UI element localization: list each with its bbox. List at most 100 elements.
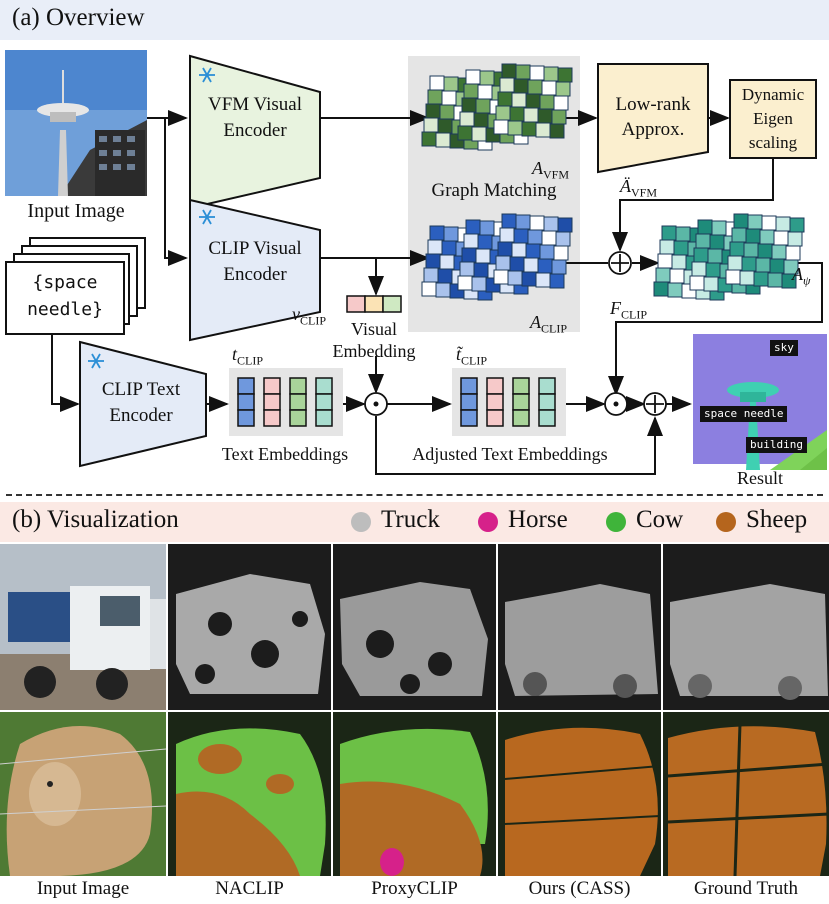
matrix-cell <box>439 104 455 120</box>
adjusted-embedding-cell <box>460 409 478 427</box>
adjusted-embedding-cell <box>538 377 556 395</box>
text-prompt-line-2: needle} <box>27 299 103 320</box>
matrix-cell <box>461 97 477 113</box>
legend-label-horse: Horse <box>508 506 568 533</box>
text-embedding-cell <box>315 377 333 395</box>
matrix-cell <box>711 220 727 236</box>
matrix-cell <box>557 217 573 233</box>
text-embedding-cell <box>289 409 307 427</box>
matrix-cell <box>507 120 523 136</box>
visual-embedding-bar <box>346 295 402 313</box>
result-tag-sky: sky <box>770 340 798 356</box>
matrix-cell <box>661 225 677 241</box>
matrix-cell <box>475 98 491 114</box>
matrix-cell <box>459 261 475 277</box>
matrix-cell <box>471 126 487 142</box>
matrix-cell <box>441 240 457 256</box>
matrix-cell <box>473 262 489 278</box>
matrix-cell <box>523 107 539 123</box>
matrix-cell <box>705 262 721 278</box>
matrix-cell <box>543 66 559 82</box>
matrix-cell <box>553 95 569 111</box>
text-embedding-cell <box>289 393 307 411</box>
matrix-cell <box>501 63 517 79</box>
text-embedding-cell <box>289 377 307 395</box>
matrix-cell <box>535 272 551 288</box>
matrix-cell <box>475 248 491 264</box>
low-rank-label-1: Low-rank <box>615 94 691 115</box>
adjusted-text-embeddings-label: Adjusted Text Embeddings <box>412 444 608 464</box>
matrix-cell <box>439 254 455 270</box>
matrix-cell <box>761 215 777 231</box>
matrix-cell <box>473 112 489 128</box>
symbol-t-clip: tCLIP <box>232 344 264 368</box>
matrix-cell <box>443 76 459 92</box>
matrix-cell <box>421 131 437 147</box>
matrix-cell <box>741 256 757 272</box>
sheep-ours <box>498 712 661 876</box>
matrix-cell <box>515 214 531 230</box>
matrix-cell <box>759 229 775 245</box>
matrix-cell <box>669 268 685 284</box>
matrix-cell <box>539 244 555 260</box>
graph-matching-label: Graph Matching <box>431 180 557 201</box>
matrix-cell <box>425 253 441 269</box>
matrix-cell <box>555 81 571 97</box>
matrix-cell <box>529 65 545 81</box>
vfm-encoder-label-2: Encoder <box>223 120 287 141</box>
result-label: Result <box>736 468 783 488</box>
truck-naclip <box>168 544 331 710</box>
matrix-cell <box>781 273 797 289</box>
text-embedding-cell <box>237 409 255 427</box>
clip-text-encoder-label-2: Encoder <box>109 405 173 426</box>
matrix-cell <box>541 80 557 96</box>
adjusted-embedding-cell <box>486 377 504 395</box>
clip-text-encoder-shape <box>79 340 207 468</box>
result-tag-building: building <box>746 437 807 453</box>
frozen-snowflake-icon <box>88 67 215 369</box>
text-embedding-cell <box>263 393 281 411</box>
adjusted-embedding-cell <box>460 393 478 411</box>
matrix-cell <box>435 282 451 298</box>
sheep-input-image <box>0 712 167 876</box>
matrix-cell <box>497 91 513 107</box>
matrix-cell <box>769 258 785 274</box>
low-rank-shape <box>597 63 709 174</box>
matrix-cell <box>497 241 513 257</box>
matrix-cell <box>493 119 509 135</box>
adjusted-embedding-cell <box>460 377 478 395</box>
matrix-cell <box>757 243 773 259</box>
matrix-cell <box>731 227 747 243</box>
matrix-cell <box>697 219 713 235</box>
matrix-cell <box>743 242 759 258</box>
matrix-cell <box>733 213 749 229</box>
matrix-cell <box>675 226 691 242</box>
matrix-cell <box>695 233 711 249</box>
adjusted-embedding-cell <box>538 409 556 427</box>
dynamic-eigen-label-3: scaling <box>748 133 798 152</box>
matrix-cell <box>753 271 769 287</box>
matrix-cell <box>653 281 669 297</box>
matrix-cell <box>521 121 537 137</box>
matrix-cell <box>523 257 539 273</box>
text-embedding-cell <box>263 377 281 395</box>
matrix-cell <box>739 270 755 286</box>
result-tag-space-needle: space needle <box>700 406 788 422</box>
matrix-cell <box>495 105 511 121</box>
matrix-cell <box>747 214 763 230</box>
matrix-cell <box>543 216 559 232</box>
matrix-cell <box>507 270 523 286</box>
column-caption-ours: Ours (CASS) <box>528 878 631 899</box>
matrix-cell <box>557 67 573 83</box>
symbol-t-tilde-clip: t̃CLIP <box>456 344 488 368</box>
matrix-cell <box>477 234 493 250</box>
matrix-cell <box>535 122 551 138</box>
truck-ground-truth <box>663 544 829 710</box>
matrix-cell <box>541 230 557 246</box>
matrix-cell <box>479 70 495 86</box>
matrix-cell <box>539 94 555 110</box>
matrix-cell <box>767 272 783 288</box>
column-caption-ground-truth: Ground Truth <box>694 878 798 899</box>
matrix-cell <box>789 217 805 233</box>
overview-header-bar <box>0 0 829 40</box>
